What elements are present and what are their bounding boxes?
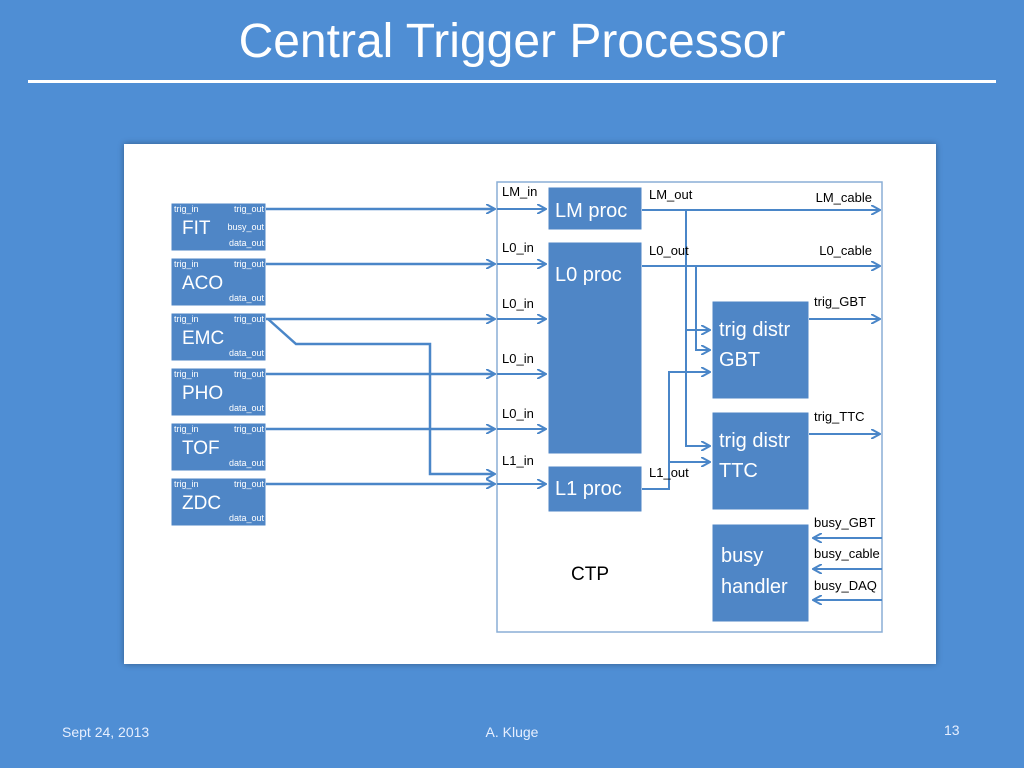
detector-fit: trig_in trig_out busy_out data_out FIT [170,202,267,252]
trig-distr-gbt-block: trig distr GBT [711,300,810,400]
slide-title: Central Trigger Processor [238,15,786,68]
internal-routing [642,210,882,600]
ctp-label: CTP [571,564,609,585]
busy-gbt-label: busy_GBT [814,515,875,530]
detector-name: PHO [182,383,223,404]
trig-in-label: trig_in [174,369,199,379]
busy-cable-label: busy_cable [814,546,880,561]
detector-emc: trig_in trig_out data_out EMC [170,312,267,362]
trig-distr-ttc-block: trig distr TTC [711,411,810,511]
ctp-boundary [496,181,883,633]
trig-in-label: trig_in [174,424,199,434]
detector-pho: trig_in trig_out data_out PHO [170,367,267,417]
busy-handler-block: busy handler [711,523,810,623]
l0-proc-label: L0 proc [555,264,622,286]
page-number: 13 [944,722,960,738]
processor-inputs [497,209,545,484]
footer-author: A. Kluge [485,724,539,740]
lm-cable-label: LM_cable [816,190,872,205]
detector-name: ZDC [182,493,221,514]
l1-out-label: L1_out [649,465,689,480]
trig-in-label: trig_in [174,479,199,489]
detector-zdc: trig_in trig_out data_out ZDC [170,477,267,527]
busy-handler-line2: handler [721,576,788,598]
l0-in-label-4: L0_in [502,406,534,421]
signal-labels: LM_in L0_in L0_in L0_in L0_in L1_in LM_o… [502,184,880,593]
trig-in-label: trig_in [174,314,199,324]
l0-to-gbt-arrow [695,266,709,350]
busy-handler-line1: busy [721,545,763,567]
trig-out-label: trig_out [234,369,265,379]
l0-out-label: L0_out [649,243,689,258]
lm-out-label: LM_out [649,187,693,202]
l0-in-label-2: L0_in [502,296,534,311]
title-rule [28,80,996,83]
l0-in-label-1: L0_in [502,240,534,255]
l0-cable-label: L0_cable [819,243,872,258]
trig-out-label: trig_out [234,204,265,214]
diagram-panel: trig_in trig_out busy_out data_out FIT t… [124,144,936,664]
trig-out-label: trig_out [234,259,265,269]
trig-distr-ttc-line1: trig distr [719,430,790,452]
lm-proc-label: LM proc [555,200,627,222]
data-out-label: data_out [229,403,265,413]
l1-proc-block: L1 proc [547,465,643,513]
data-out-label: data_out [229,293,265,303]
data-out-label: data_out [229,458,265,468]
trig-in-label: trig_in [174,259,199,269]
busy-daq-label: busy_DAQ [814,578,877,593]
trig-out-label: trig_out [234,479,265,489]
trig-distr-gbt-line2: GBT [719,349,760,371]
lm-to-ttc-arrow [685,210,709,446]
ctp-diagram: trig_in trig_out busy_out data_out FIT t… [170,181,883,633]
footer-date: Sept 24, 2013 [62,724,150,740]
l0-in-label-3: L0_in [502,351,534,366]
lm-in-label: LM_in [502,184,537,199]
trig-distr-ttc-line2: TTC [719,460,758,482]
lm-proc-block: LM proc [547,186,643,231]
trig-out-label: trig_out [234,314,265,324]
detector-name: ACO [182,273,223,294]
data-out-label: data_out [229,513,265,523]
detector-name: EMC [182,328,224,349]
emc-to-l1-arrow [267,318,494,474]
l0-proc-block: L0 proc [547,241,643,455]
detector-name: FIT [182,218,211,239]
l1-to-ttc-arrow [668,462,709,482]
busy-out-label: busy_out [227,222,264,232]
detector-name: TOF [182,438,220,459]
detector-links [266,209,494,484]
trig-distr-gbt-line1: trig distr [719,319,790,341]
data-out-label: data_out [229,238,265,248]
l1-proc-label: L1 proc [555,478,622,500]
trig-gbt-label: trig_GBT [814,294,866,309]
detector-aco: trig_in trig_out data_out ACO [170,257,267,307]
l1-to-gbt-arrow [642,372,709,490]
detector-tof: trig_in trig_out data_out TOF [170,422,267,472]
trig-ttc-label: trig_TTC [814,409,865,424]
trig-in-label: trig_in [174,204,199,214]
l1-in-label: L1_in [502,453,534,468]
data-out-label: data_out [229,348,265,358]
trig-out-label: trig_out [234,424,265,434]
